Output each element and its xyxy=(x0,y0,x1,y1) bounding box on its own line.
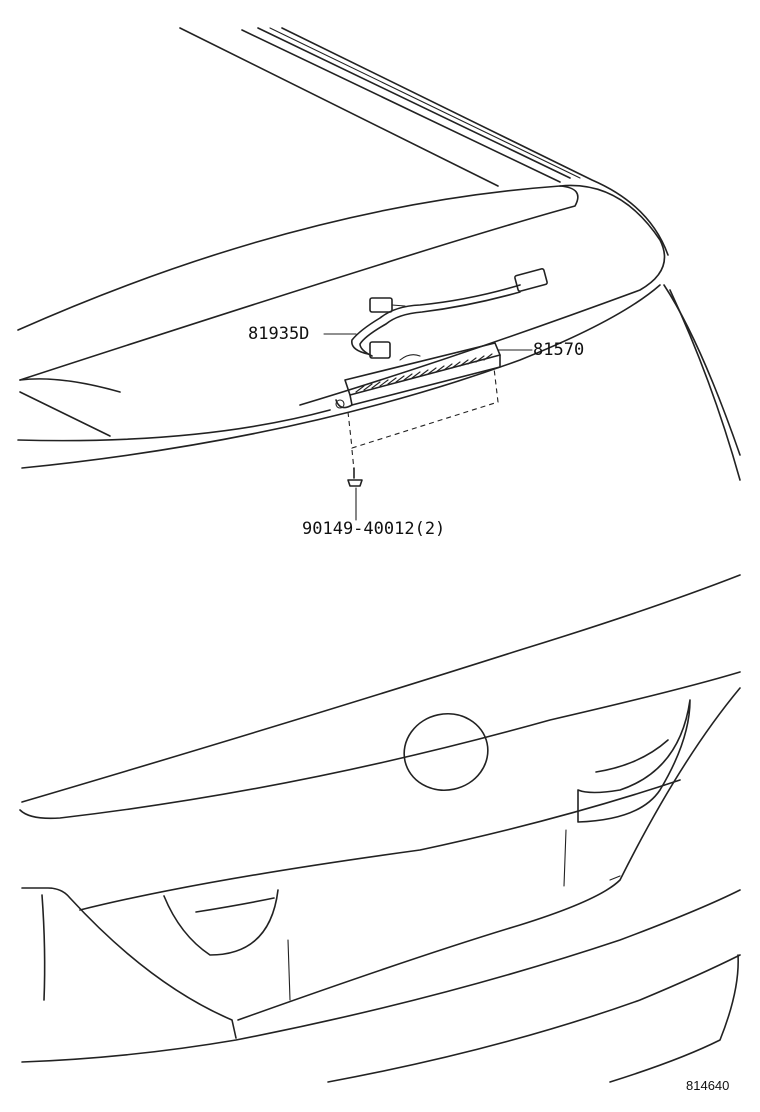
screw xyxy=(347,467,363,487)
leader-lines xyxy=(323,333,533,521)
label-90149-40012: 90149-40012(2) xyxy=(302,519,446,539)
rear-window-outline xyxy=(17,27,741,481)
label-81935d: 81935D xyxy=(248,324,310,344)
mounting-guides xyxy=(347,367,499,471)
stop-lamp xyxy=(335,342,501,409)
label-81570: 81570 xyxy=(533,340,585,360)
trunk-and-bumper xyxy=(19,574,741,1083)
wire-harness xyxy=(351,268,548,359)
figure-number: 814640 xyxy=(686,1078,730,1093)
